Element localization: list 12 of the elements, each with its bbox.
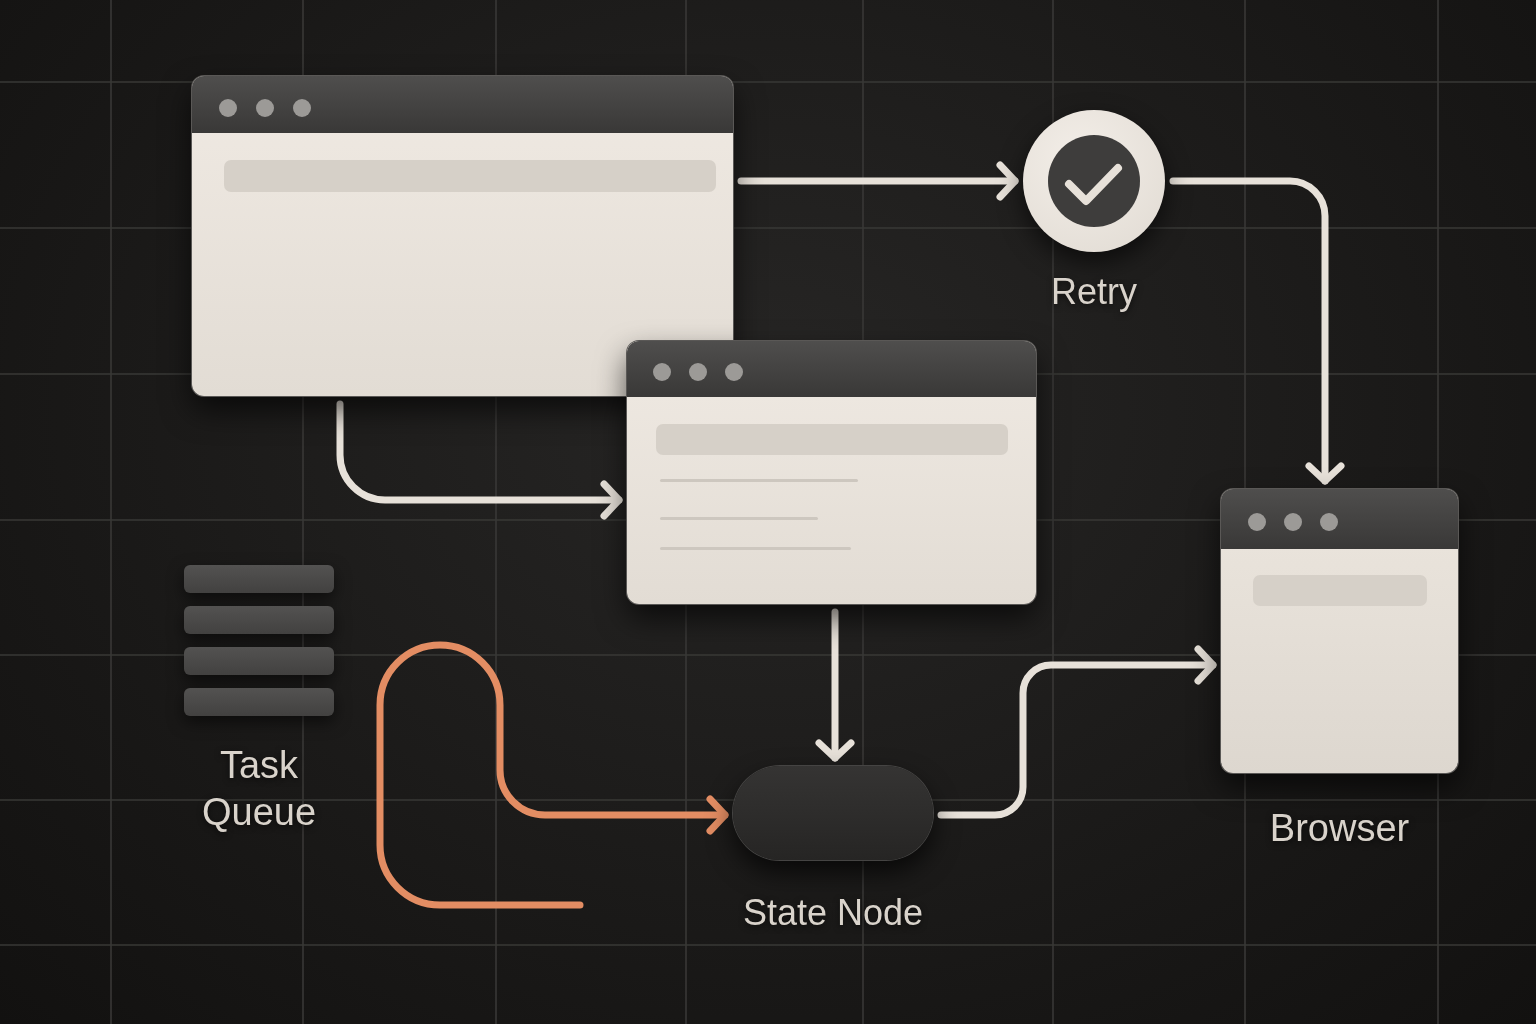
arrow bbox=[815, 608, 855, 762]
arrow bbox=[1169, 177, 1345, 485]
node-label: State Node bbox=[742, 895, 924, 931]
window-frame bbox=[192, 76, 733, 396]
arrow bbox=[937, 645, 1217, 819]
node-label: Browser bbox=[1269, 809, 1410, 847]
node-label: Retry bbox=[1051, 274, 1137, 310]
arrow bbox=[336, 400, 623, 520]
window-frame bbox=[627, 341, 1036, 604]
arrow bbox=[737, 161, 1019, 201]
arrow bbox=[376, 641, 729, 909]
node-label: Task Queue bbox=[200, 743, 318, 835]
